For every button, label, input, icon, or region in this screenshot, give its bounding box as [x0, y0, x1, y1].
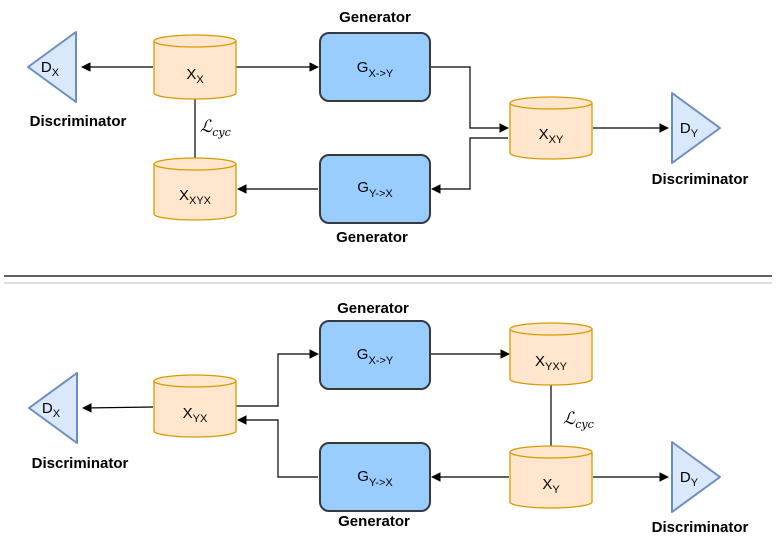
- discriminator-x-label: DX: [41, 59, 60, 79]
- cylinder-body: [153, 374, 237, 438]
- data-y-cylinder: [509, 445, 593, 509]
- cylinder-top-rim: [509, 451, 593, 459]
- discriminator-x-caption-bottom: Discriminator: [32, 455, 129, 472]
- discriminator-x-caption: Discriminator: [30, 113, 127, 130]
- data-yxy-cylinder: [509, 322, 593, 386]
- discriminator-y-shape-bottom: [671, 441, 721, 513]
- generator-xy-box-bottom: [319, 320, 431, 390]
- generator-xy-label-bottom: GX->Y: [357, 346, 394, 367]
- data-yxy-label: XYXY: [535, 353, 568, 373]
- cylinder-body: [509, 322, 593, 386]
- data-xyx-cylinder: [153, 157, 237, 221]
- generator-yx-box: [319, 154, 431, 224]
- edge-yx-to-gxy: [236, 349, 319, 407]
- cylinder-top-rim: [153, 380, 237, 388]
- discriminator-y-shape: [671, 92, 721, 164]
- discriminator-y-caption: Discriminator: [652, 171, 749, 188]
- data-x-cylinder: [153, 34, 237, 100]
- data-y-label: XY: [542, 476, 560, 496]
- discriminator-x-label-bottom: DX: [42, 400, 61, 420]
- edge-gxy-to-xy: [430, 66, 509, 133]
- generator-xy-title-bottom: Generator: [337, 300, 409, 317]
- generator-xy-title: Generator: [339, 9, 411, 26]
- cylinder-body: [509, 96, 593, 160]
- generator-yx-title-bottom: Generator: [338, 513, 410, 530]
- generator-xy-box: [319, 32, 431, 102]
- cycle-loss-label-bottom: ℒcyc: [563, 409, 594, 431]
- data-xy-cylinder: [509, 96, 593, 160]
- data-xyx-label: XXYX: [179, 187, 212, 207]
- cylinder-body: [153, 34, 237, 100]
- cylinder-top-rim: [509, 102, 593, 110]
- cycle-loss-label: ℒcyc: [200, 117, 231, 139]
- bottom-panel: ℒcyc Generator GX->Y GY->X Generator XYX…: [28, 300, 749, 536]
- edge-xy-to-gyx: [431, 137, 508, 194]
- top-panel: ℒcyc Generator GX->Y GY->X Generator XX …: [27, 9, 749, 246]
- discriminator-y-label-bottom: DY: [680, 469, 699, 489]
- data-yx-cylinder: [153, 374, 237, 438]
- data-yx-label: XYX: [183, 405, 208, 425]
- edge-gyx-to-yx: [237, 415, 318, 478]
- cylinder-top-rim: [153, 40, 237, 48]
- discriminator-y-label: DY: [680, 120, 699, 140]
- edge-yx-to-dx: [82, 403, 154, 413]
- cylinder-body: [509, 445, 593, 509]
- cylinder-top-rim: [153, 163, 237, 171]
- discriminator-y-caption-bottom: Discriminator: [652, 519, 749, 536]
- generator-yx-box-bottom: [319, 442, 431, 512]
- generator-yx-label-bottom: GY->X: [357, 468, 393, 489]
- data-x-label: XX: [186, 66, 204, 86]
- generator-xy-label: GX->Y: [357, 59, 394, 80]
- cylinder-top-rim: [509, 328, 593, 336]
- discriminator-x-shape-bottom: [28, 372, 78, 444]
- generator-yx-label: GY->X: [357, 179, 393, 200]
- data-xy-label: XXY: [539, 126, 564, 146]
- cylinder-body: [153, 157, 237, 221]
- discriminator-x-shape: [27, 31, 77, 103]
- generator-yx-title: Generator: [336, 229, 408, 246]
